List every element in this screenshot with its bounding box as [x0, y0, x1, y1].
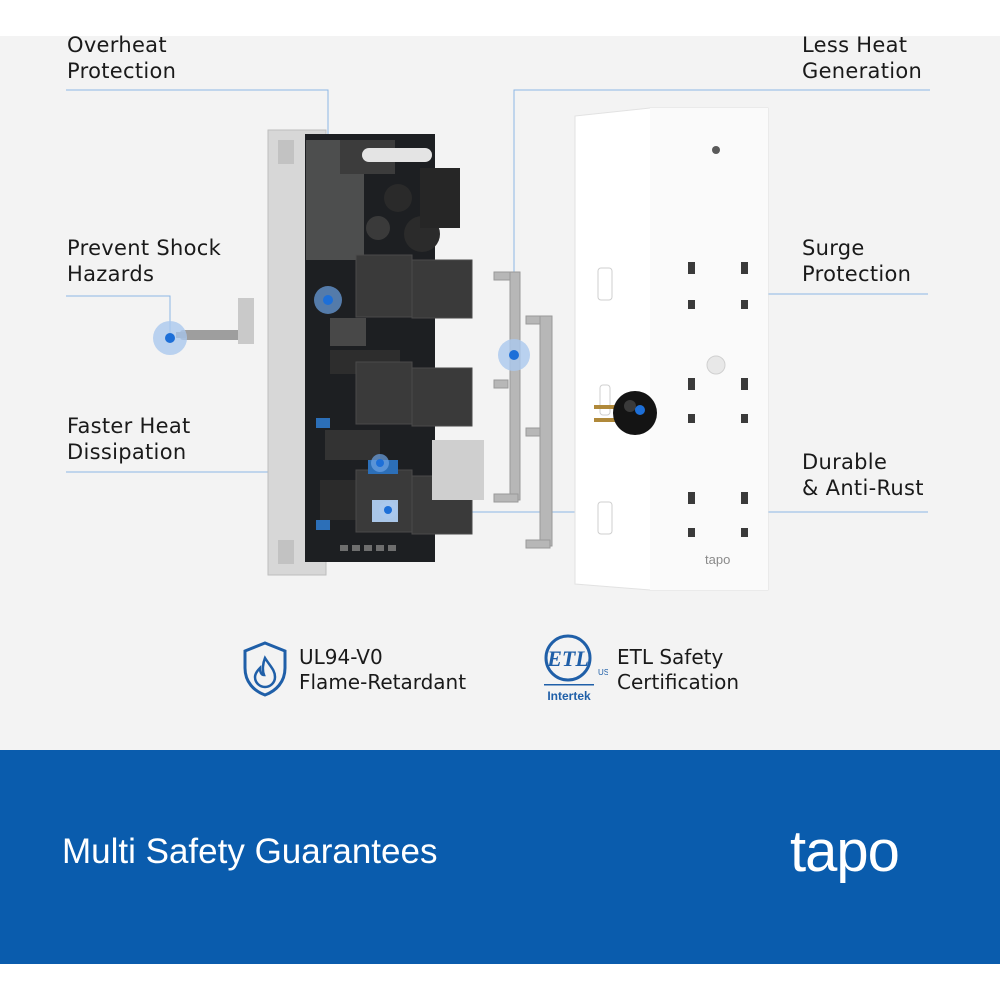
tapo-logo: tapo — [790, 819, 900, 884]
bottom-margin — [0, 964, 1000, 1000]
circuit-board — [305, 134, 473, 562]
title-banner — [0, 750, 1000, 964]
top-margin — [0, 0, 1000, 36]
callout-lines — [66, 89, 930, 513]
callout-durable-anti-rust: Durable & Anti-Rust — [802, 450, 924, 500]
faceplate-logo: tapo — [705, 552, 730, 567]
callout-overheat-protection: Overheat Protection — [67, 33, 177, 83]
callout-faster-heat-dissipation: Faster Heat Dissipation — [67, 414, 191, 464]
metal-strips — [493, 271, 553, 549]
plug-prong — [176, 298, 254, 344]
banner-headline: Multi Safety Guarantees — [62, 832, 438, 871]
faceplate: tapo — [574, 107, 769, 591]
cert-ul94: UL94-V0 Flame-Retardant — [299, 645, 467, 694]
surge-component — [594, 391, 657, 435]
exploded-product-view: tapo — [66, 89, 930, 591]
callout-dots — [153, 286, 645, 519]
etl-intertek-logo: ETL US Intertek — [544, 634, 608, 703]
callout-prevent-shock: Prevent Shock Hazards — [67, 236, 222, 286]
flame-shield-icon — [243, 641, 287, 697]
svg-text:ETL: ETL — [546, 646, 589, 671]
callout-less-heat: Less Heat Generation — [802, 33, 923, 83]
svg-text:Intertek: Intertek — [547, 689, 591, 703]
shutter-block — [432, 440, 484, 500]
cert-etl: ETL Safety Certification — [617, 645, 740, 694]
callout-surge-protection: Surge Protection — [802, 236, 912, 286]
svg-text:US: US — [598, 668, 608, 677]
product-panel — [0, 36, 1000, 750]
